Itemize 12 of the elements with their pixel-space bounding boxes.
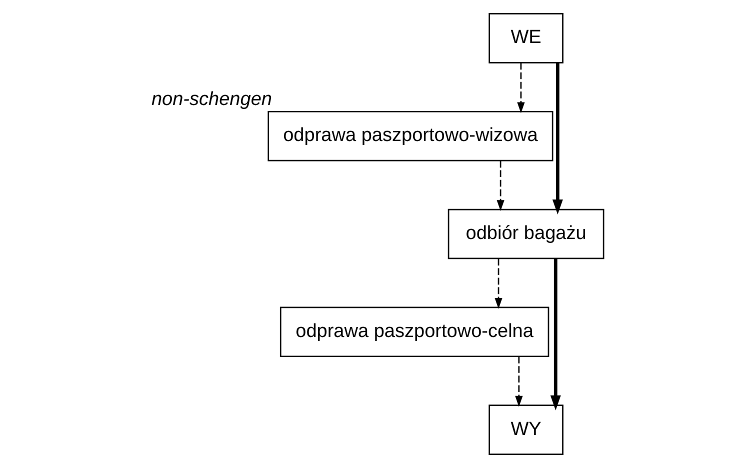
arrow	[550, 258, 560, 410]
node-label: non-schengen	[150, 89, 272, 110]
arrow	[552, 63, 562, 215]
node-box: odprawa paszportowo-celna	[279, 306, 549, 358]
node-box: WY	[488, 404, 563, 455]
arrow	[514, 356, 522, 407]
arrow	[496, 160, 504, 212]
node-box: odprawa paszportowo-wizowa	[267, 110, 553, 162]
node-box: WE	[488, 13, 563, 64]
node-box: odbiór bagażu	[447, 208, 604, 260]
arrow	[494, 258, 502, 309]
arrow	[516, 62, 524, 114]
